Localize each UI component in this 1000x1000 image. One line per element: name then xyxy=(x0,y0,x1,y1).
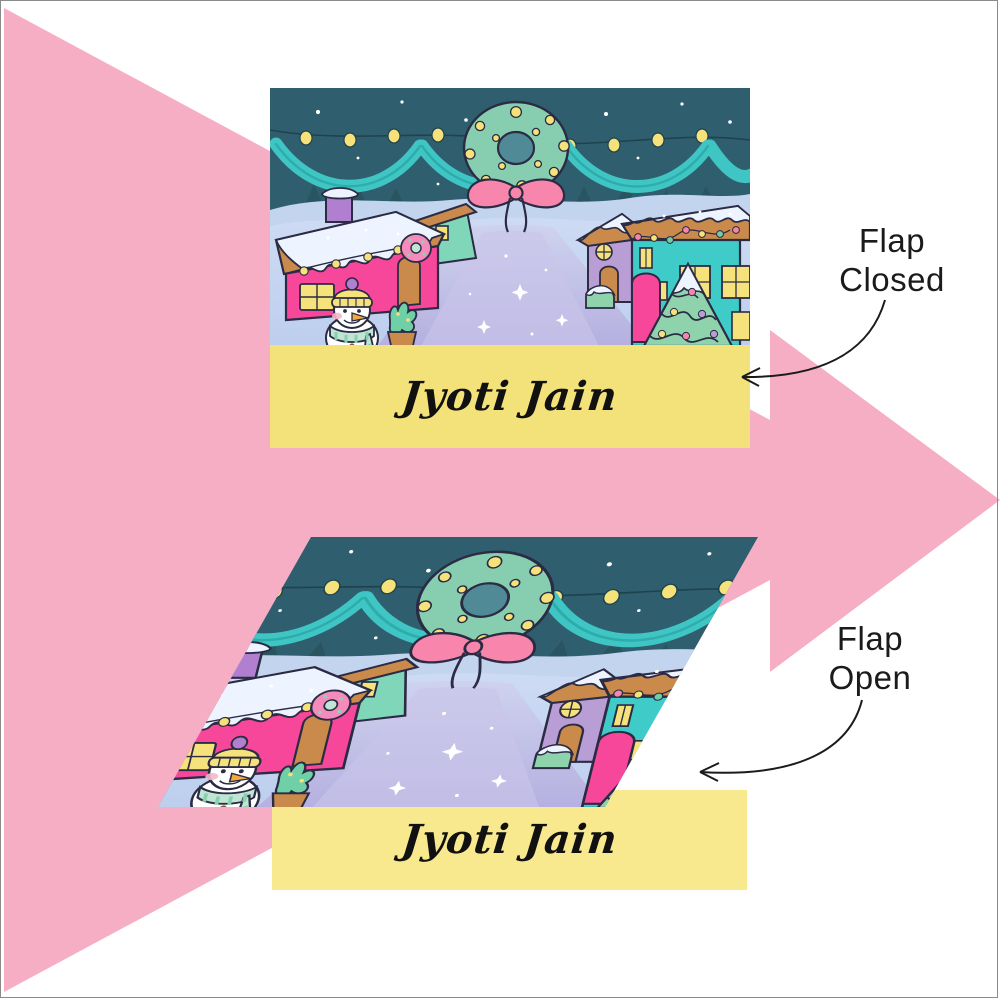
arrow-to-flap-open xyxy=(699,699,863,782)
card-flap-open[interactable]: Jyoti Jain xyxy=(150,520,770,900)
annotation-flap-closed-line1: Flap xyxy=(858,222,926,259)
card-name-band-closed: Jyoti Jain xyxy=(270,345,750,448)
annotation-flap-open-line1: Flap xyxy=(836,620,904,657)
arrow-to-flap-closed xyxy=(741,299,886,387)
annotation-flap-open-line2: Open xyxy=(828,658,912,696)
annotation-flap-closed: Flap Closed xyxy=(812,222,972,300)
annotation-flap-open: Flap Open xyxy=(790,620,950,698)
card-flap-closed[interactable]: Jyoti Jain xyxy=(270,88,750,448)
annotation-flap-closed-line2: Closed xyxy=(839,260,945,298)
